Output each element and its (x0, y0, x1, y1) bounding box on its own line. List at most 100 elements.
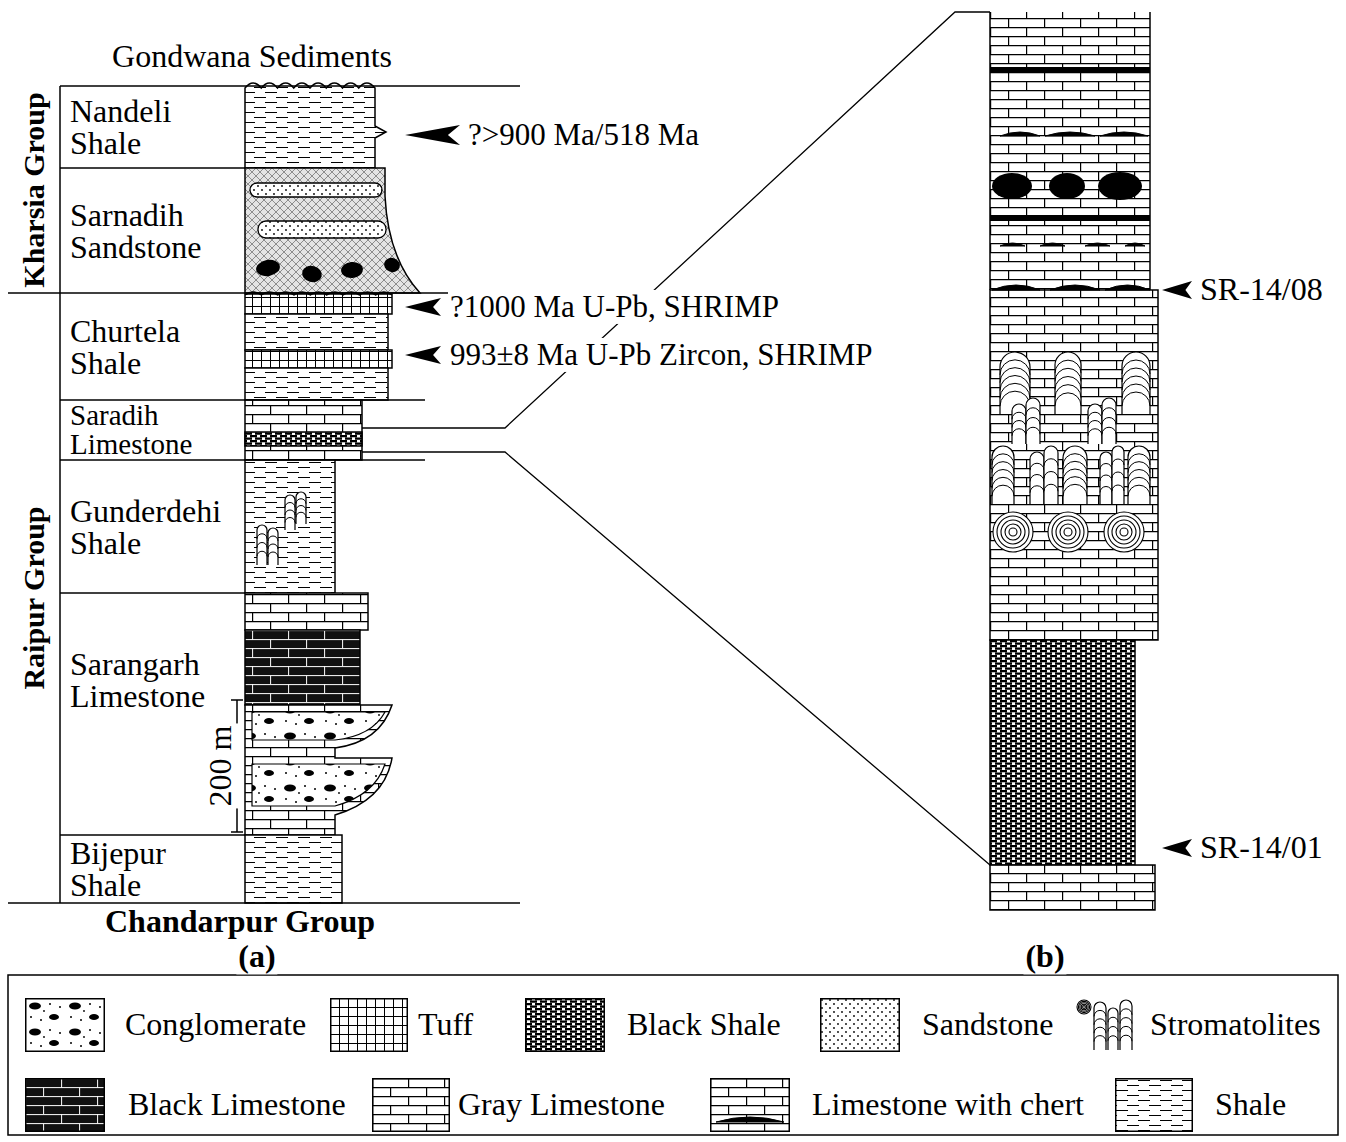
legend-swatch (25, 998, 105, 1052)
stromatolite-column (285, 495, 295, 530)
stromatolite-column (296, 492, 306, 524)
shale-unit (245, 835, 342, 903)
stromatolite-lamina (1108, 1017, 1118, 1022)
swatch-fill (821, 999, 900, 1052)
limestone-unit (990, 12, 1150, 290)
table-rule (60, 459, 425, 461)
stromatolite-lamina (1055, 377, 1081, 390)
sample-label: SR-14/01 (1198, 830, 1325, 865)
column-edge (990, 12, 1150, 290)
formation-cell: Nandeli Shale (60, 86, 245, 168)
group-name: Raipur Group (19, 506, 49, 689)
stromatolite-lamina (1055, 385, 1081, 398)
chert-lens (1040, 243, 1065, 246)
conglomerate-pebble (340, 261, 363, 279)
stromatolite-column (1088, 404, 1102, 444)
stromatolite-lamina (1120, 1035, 1132, 1041)
stromatolite-lamina (1088, 429, 1102, 436)
stromatolite-lamina (1120, 1009, 1132, 1015)
stromatolite-lamina (1102, 427, 1116, 434)
stromatolite-ring (1060, 524, 1076, 540)
stromatolite-lamina (1026, 408, 1040, 415)
stromatolite-ring (1064, 528, 1072, 536)
sample-label: SR-14/08 (1198, 272, 1325, 307)
stromatolite-ring (1108, 516, 1140, 548)
legend-label: Black Limestone (128, 1087, 346, 1122)
stromatolite-lamina (1100, 475, 1112, 481)
stromatolite-lamina (268, 544, 278, 549)
stromatolite-column (1044, 446, 1058, 504)
group-band: Kharsia Group (8, 86, 60, 293)
stromatolite-ring (1005, 524, 1021, 540)
table-rule (60, 85, 520, 87)
stromatolite-column (992, 446, 1014, 504)
legend-swatch (25, 1078, 105, 1132)
age-label: ?>900 Ma/518 Ma (466, 118, 701, 152)
legend-swatch (525, 998, 605, 1052)
stromatolite-ring (1077, 1000, 1091, 1014)
conglomerate-lens (252, 712, 385, 740)
stromatolite-column (1112, 446, 1124, 504)
stromatolite-lamina (1112, 485, 1124, 491)
table-rule (8, 292, 520, 294)
zoom-line (362, 12, 990, 428)
stromatolite-column (1012, 404, 1026, 444)
stromatolite-lamina (1063, 469, 1087, 481)
stromatolite-ring (1078, 1001, 1089, 1012)
stromatolite-lamina (1112, 459, 1124, 465)
stromatolite-ring (1052, 516, 1084, 548)
group-band: Raipur Group (8, 293, 60, 903)
chert-lens (992, 285, 1040, 290)
stromatolite-lamina (1120, 1026, 1132, 1032)
legend-label: Gray Limestone (458, 1087, 665, 1122)
group-name: Kharsia Group (19, 92, 49, 287)
stromatolite-ring (1081, 1004, 1087, 1010)
stromatolite-column (268, 528, 278, 565)
stromatolite-lamina (1055, 368, 1081, 381)
stromatolite-ring (1080, 1003, 1088, 1011)
stromatolite-lamina (1063, 477, 1087, 489)
stromatolite-ring (1048, 512, 1088, 552)
legend-label: Black Shale (627, 1007, 781, 1042)
chert-lens (1100, 132, 1148, 136)
conglomerate-pebble (382, 256, 402, 275)
formation-cell: Sarnadih Sandstone (60, 168, 245, 293)
stromatolite-lamina (1030, 475, 1044, 482)
shale-unit (245, 83, 386, 168)
stromatolite-ring (1009, 528, 1017, 536)
stromatolite-column (1030, 452, 1044, 504)
sandstone-lens (250, 183, 382, 197)
limestone-unit (245, 705, 392, 835)
age-label: 993±8 Ma U-Pb Zircon, SHRIMP (448, 338, 875, 372)
stromatolite-lamina (1122, 392, 1150, 406)
stromatolite-lamina (1088, 412, 1102, 419)
swatch-fill (526, 999, 605, 1052)
legend-swatch (1115, 1078, 1193, 1132)
stromatolite-lamina (1026, 418, 1040, 425)
stromatolite-lamina (1063, 484, 1087, 496)
stromatolite-lamina (1012, 429, 1026, 436)
stromatolite-lamina (296, 506, 306, 511)
stromatolite-column (1120, 1000, 1132, 1050)
stromatolite-lamina (1102, 418, 1116, 425)
pointer-arrow (405, 125, 460, 145)
stromatolite-column (1108, 1008, 1118, 1050)
stromatolite-ring (1056, 520, 1080, 544)
stromatolite-lamina (1102, 408, 1116, 415)
table-rule (60, 167, 245, 169)
legend-label: Stromatolites (1150, 1007, 1321, 1042)
legend-swatch (1076, 998, 1138, 1052)
zoom-line (362, 452, 990, 865)
limestone-unit (990, 865, 1155, 910)
stromatolite-ring (993, 512, 1033, 552)
stromatolite-lamina (1128, 485, 1150, 496)
sandstone-lens (258, 221, 386, 238)
formation-name: Saradih Limestone (70, 401, 236, 459)
stromatolite-ring (1083, 1006, 1086, 1009)
chert-band (245, 432, 362, 446)
unit-label: Gondwana Sediments (110, 39, 394, 74)
column-a (8, 12, 990, 903)
conglomerate-lens (252, 764, 385, 806)
limestone-unit (245, 400, 362, 460)
